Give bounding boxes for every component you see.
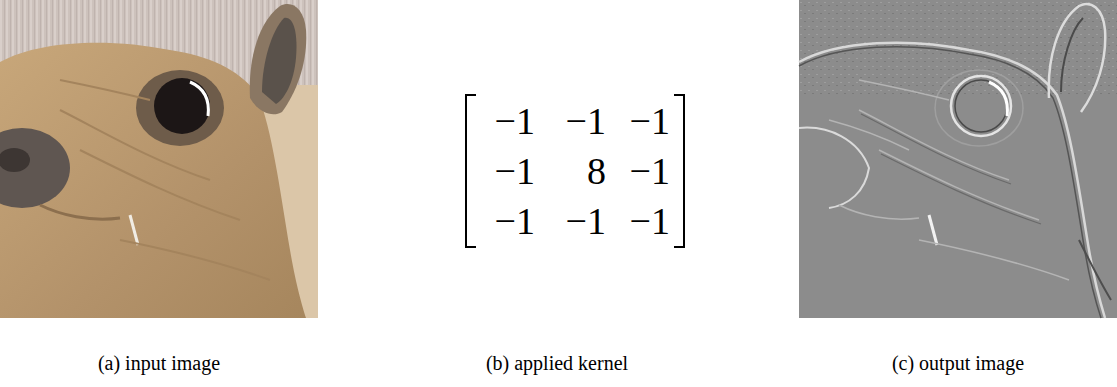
edge-ear-inner — [1061, 18, 1083, 92]
edge-fur — [829, 80, 1069, 280]
eye — [154, 78, 210, 134]
edge-neck — [1079, 240, 1111, 300]
eye-socket — [136, 70, 224, 146]
matrix-entry: 8 — [587, 152, 606, 190]
fur-strokes — [60, 80, 270, 280]
edge-head — [799, 43, 1105, 318]
matrix-entry: −1 — [495, 102, 535, 140]
edge-fur-dark — [861, 114, 1041, 224]
whisker — [130, 215, 138, 245]
caption: (c) output image — [892, 353, 1024, 373]
output-photo — [799, 0, 1117, 318]
nose — [0, 128, 70, 208]
edge-head-dark — [799, 47, 1101, 318]
caption: (b) applied kernel — [486, 353, 628, 373]
matrix-entry: −1 — [566, 202, 606, 240]
ear-inner — [262, 18, 297, 104]
edge-ear — [1049, 4, 1106, 112]
animal-ear — [250, 4, 307, 114]
matrix-entry: −1 — [630, 102, 670, 140]
eye-highlight — [190, 82, 208, 116]
nostril — [0, 148, 30, 172]
edge-highlight — [989, 82, 1007, 116]
matrix-entry: −1 — [630, 152, 670, 190]
matrix-entry: −1 — [566, 102, 606, 140]
matrix-bracket — [466, 95, 476, 247]
edge-nose — [799, 128, 869, 208]
matrix-entry: −1 — [495, 152, 535, 190]
edge-eye-inner — [955, 80, 1007, 132]
edge-socket — [935, 70, 1023, 146]
edge-eye — [951, 76, 1011, 136]
matrix-entry: −1 — [495, 202, 535, 240]
edge-whisker — [929, 215, 937, 245]
matrix-bracket — [674, 95, 684, 247]
mouth-line — [40, 205, 120, 219]
matrix-entry: −1 — [630, 202, 670, 240]
input-photo — [0, 0, 318, 318]
caption: (a) input image — [98, 353, 220, 373]
output-background — [799, 0, 1117, 318]
